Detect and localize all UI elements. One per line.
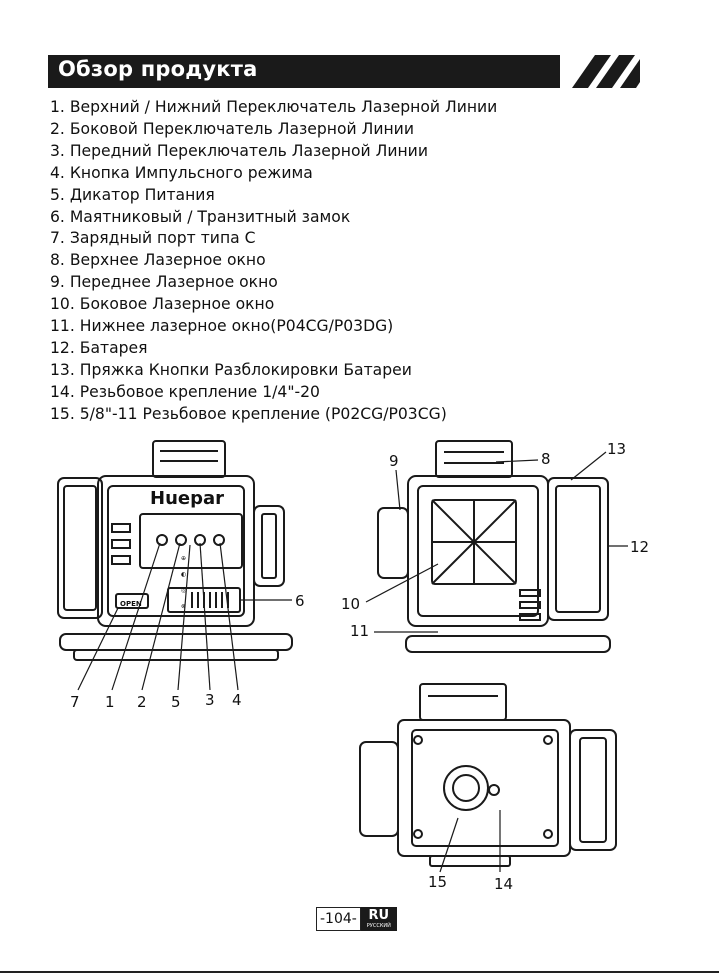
brand-logo: Huepar [150, 488, 224, 509]
list-item: 9. Переднее Лазерное окно [50, 273, 278, 292]
bottom-divider [0, 971, 719, 973]
callout-6: 6 [295, 592, 305, 610]
list-item: 1. Верхний / Нижний Переключатель Лазерн… [50, 98, 498, 116]
callout-4: 4 [232, 691, 242, 709]
callout-10: 10 [341, 595, 361, 613]
language-code: RU [368, 907, 390, 923]
callout-3: 3 [205, 691, 215, 709]
callout-1: 1 [105, 693, 115, 711]
callout-13: 13 [607, 440, 627, 458]
header-bar-graphic [48, 55, 640, 88]
list-item: 10. Боковое Лазерное окно [50, 295, 275, 314]
led-indicators: ⊕ ◐ ◎ ⊗ [181, 555, 187, 610]
language-name: РУССКИЙ [366, 922, 391, 929]
list-item: 11. Нижнее лазерное окно(P04CG/P03DG) [50, 317, 394, 336]
list-item: 4. Кнопка Импульсного режима [50, 163, 313, 182]
list-item: 5. Дикатор Питания [50, 185, 215, 204]
section-header: Обзор продукта [48, 55, 640, 88]
list-item: 7. Зарядный порт типа C [50, 229, 256, 248]
callout-2: 2 [137, 693, 147, 711]
page-footer: -104- RU РУССКИЙ [316, 907, 397, 931]
callout-12: 12 [630, 538, 650, 556]
callout-14: 14 [494, 875, 514, 893]
parts-list: 1. Верхний / Нижний Переключатель Лазерн… [50, 97, 497, 426]
callout-9: 9 [389, 452, 399, 470]
list-item: 3. Передний Переключатель Лазерной Линии [50, 141, 428, 160]
page-title: Обзор продукта [58, 57, 258, 81]
page-number: -104- [316, 907, 361, 931]
list-item: 15. 5/8"-11 Резьбовое крепление (P02CG/P… [50, 404, 447, 423]
list-item: 14. Резьбовое крепление 1/4"-20 [50, 382, 320, 401]
list-item: 8. Верхнее Лазерное окно [50, 251, 266, 270]
callout-11: 11 [350, 622, 370, 640]
list-item: 6. Маятниковый / Транзитный замок [50, 207, 351, 226]
language-badge: RU РУССКИЙ [360, 907, 397, 931]
list-item: 12. Батарея [50, 338, 148, 357]
callout-5: 5 [171, 693, 181, 711]
callout-7: 7 [70, 693, 80, 711]
callout-15: 15 [428, 873, 448, 891]
list-item: 13. Пряжка Кнопки Разблокировки Батареи [50, 360, 412, 379]
open-label: OPEN [120, 600, 142, 608]
callout-8: 8 [541, 450, 551, 468]
list-item: 2. Боковой Переключатель Лазерной Линии [50, 119, 414, 138]
